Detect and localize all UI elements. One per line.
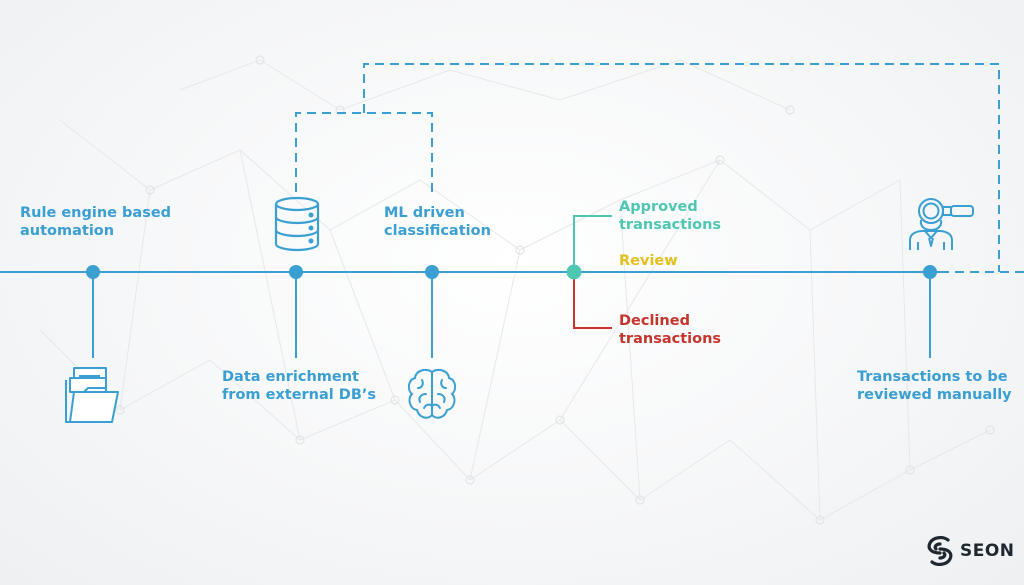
brain-icon bbox=[407, 369, 457, 419]
node-decision bbox=[566, 264, 582, 280]
node-manual-review bbox=[923, 265, 937, 279]
label-review: Review bbox=[619, 253, 678, 269]
dashed-loop-db-ml bbox=[295, 112, 433, 192]
seon-logo-icon bbox=[927, 536, 953, 566]
label-approved: Approved transactions bbox=[619, 199, 722, 233]
label-declined: Declined transactions bbox=[619, 313, 722, 347]
folder-icon bbox=[65, 367, 119, 423]
database-icon bbox=[274, 196, 320, 252]
label-manual-review: Transactions to be reviewed manually bbox=[857, 369, 1012, 403]
seon-logo: SEON bbox=[925, 535, 1015, 567]
node-rule-engine bbox=[86, 265, 100, 279]
label-data-enrichment: Data enrichment from external DB’s bbox=[222, 369, 377, 403]
dashed-loop-manual-review bbox=[363, 63, 1000, 272]
logo-text: SEON bbox=[960, 541, 1015, 561]
fraud-analyst-icon bbox=[909, 198, 974, 250]
label-rule-engine: Rule engine based automation bbox=[20, 205, 172, 239]
node-data-enrichment bbox=[289, 265, 303, 279]
label-ml-driven: ML driven classification bbox=[384, 205, 491, 239]
branch-declined bbox=[573, 272, 612, 329]
branch-approved bbox=[573, 215, 612, 272]
node-ml bbox=[425, 265, 439, 279]
